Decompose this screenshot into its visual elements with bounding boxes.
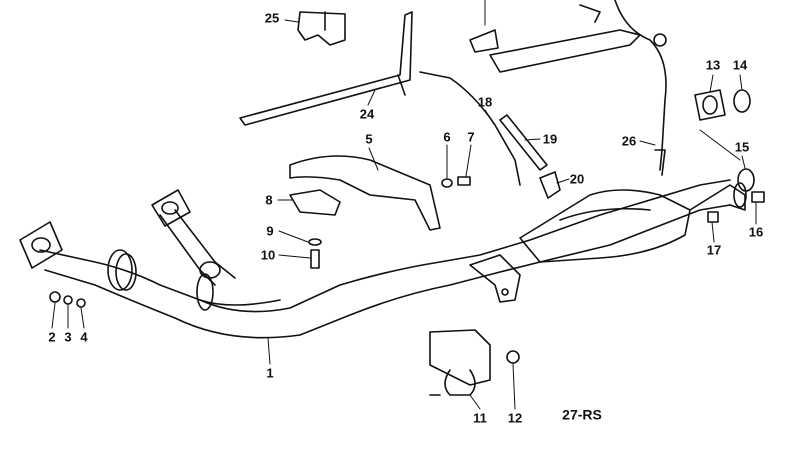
callout-9: 9 <box>266 223 274 239</box>
callout-26: 26 <box>621 133 637 149</box>
heat-shield-5 <box>289 155 441 231</box>
sealing-ring-15 <box>737 168 755 192</box>
protective-hose-19 <box>499 114 548 171</box>
callout-1: 1 <box>266 365 274 381</box>
clamp-8 <box>289 189 341 216</box>
callout-6: 6 <box>443 129 451 145</box>
grommet <box>653 33 667 47</box>
callout-15: 15 <box>734 139 750 155</box>
callout-3: 3 <box>64 329 72 345</box>
sensor-cable-26 <box>614 0 667 176</box>
flange-gasket-13 <box>694 89 726 121</box>
sealing-ring-14 <box>733 89 751 113</box>
callout-14: 14 <box>732 57 748 73</box>
rubber-mount-11 <box>429 329 491 396</box>
callout-8: 8 <box>265 192 273 208</box>
callout-12: 12 <box>507 410 523 426</box>
callout-18: 18 <box>477 94 493 110</box>
callout-7: 7 <box>467 129 475 145</box>
callout-20: 20 <box>569 171 585 187</box>
callout-25: 25 <box>264 10 280 26</box>
hanger-bracket <box>469 254 521 303</box>
upper-bracket <box>469 4 641 73</box>
callout-17: 17 <box>706 242 722 258</box>
callout-10: 10 <box>260 247 276 263</box>
support-strap-24 <box>239 11 413 126</box>
callout-11: 11 <box>473 410 487 426</box>
callout-2: 2 <box>48 329 56 345</box>
callout-13: 13 <box>705 57 721 73</box>
front-pipe <box>39 179 731 339</box>
callout-5: 5 <box>365 131 373 147</box>
callout-24: 24 <box>359 106 375 122</box>
catalytic-converter <box>519 182 747 263</box>
manifold-flanges <box>19 189 191 269</box>
gasket-hole <box>702 95 718 115</box>
oxygen-sensor-cable-18 <box>419 71 521 186</box>
diagram-reference-code: 27-RS <box>562 406 602 423</box>
leader-lines <box>51 0 757 410</box>
cable-clip-20 <box>539 171 561 199</box>
callout-4: 4 <box>80 329 88 345</box>
callout-16: 16 <box>748 224 764 240</box>
bracket-clip-25 <box>297 11 346 46</box>
hardware <box>49 176 765 364</box>
callout-19: 19 <box>542 131 558 147</box>
